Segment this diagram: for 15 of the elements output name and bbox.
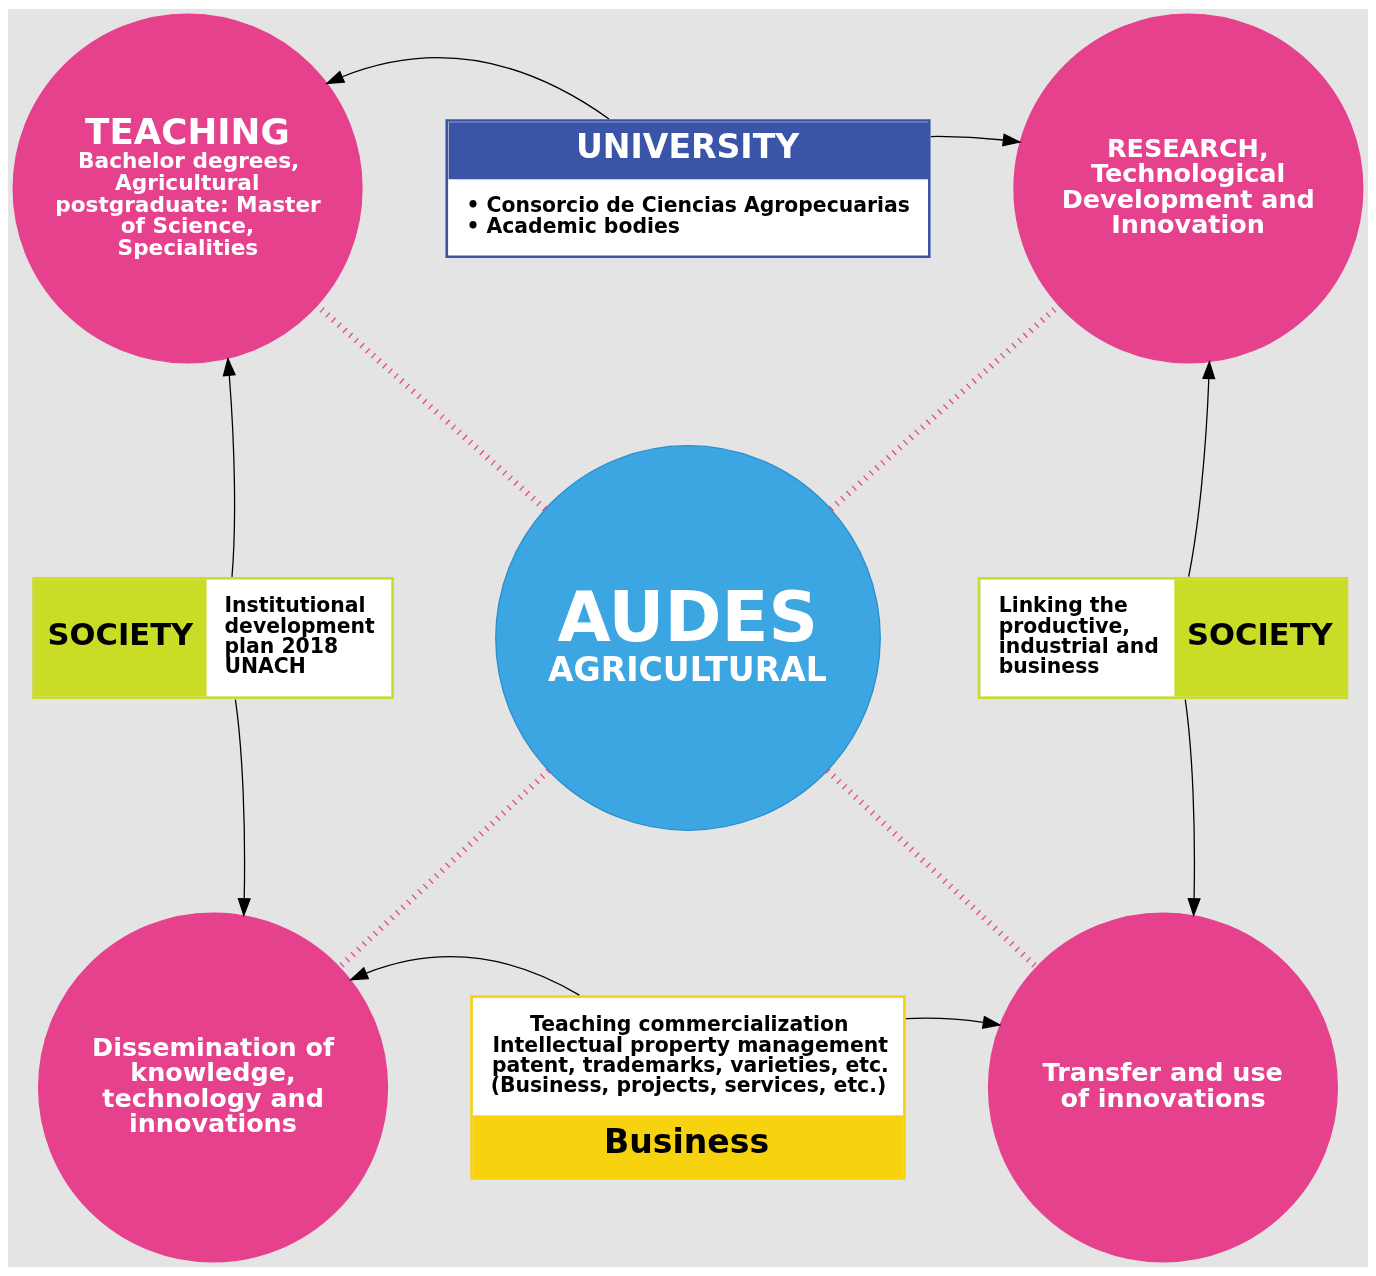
- arrow: [222, 356, 236, 578]
- node-circle: TEACHING Bachelor degrees, Agricultural postgraduate: Master of Science, Specialities: [12, 13, 363, 364]
- node-circle: RESEARCH, Technological Development and Innovation: [1013, 13, 1364, 364]
- connector: [337, 768, 551, 970]
- node-circle: Transfer and use of innovations: [987, 912, 1338, 1263]
- arrow: [905, 1015, 1002, 1029]
- arrow: [325, 57, 610, 120]
- node-circle: AUDES AGRICULTURAL: [495, 445, 881, 831]
- node-circle: Dissemination of knowledge, technology and innovations: [38, 912, 389, 1263]
- arrow: [1188, 360, 1216, 578]
- arrow: [234, 698, 251, 918]
- arrow: [930, 133, 1022, 147]
- connector: [825, 768, 1039, 970]
- arrow: [349, 956, 580, 996]
- arrow: [1184, 698, 1201, 918]
